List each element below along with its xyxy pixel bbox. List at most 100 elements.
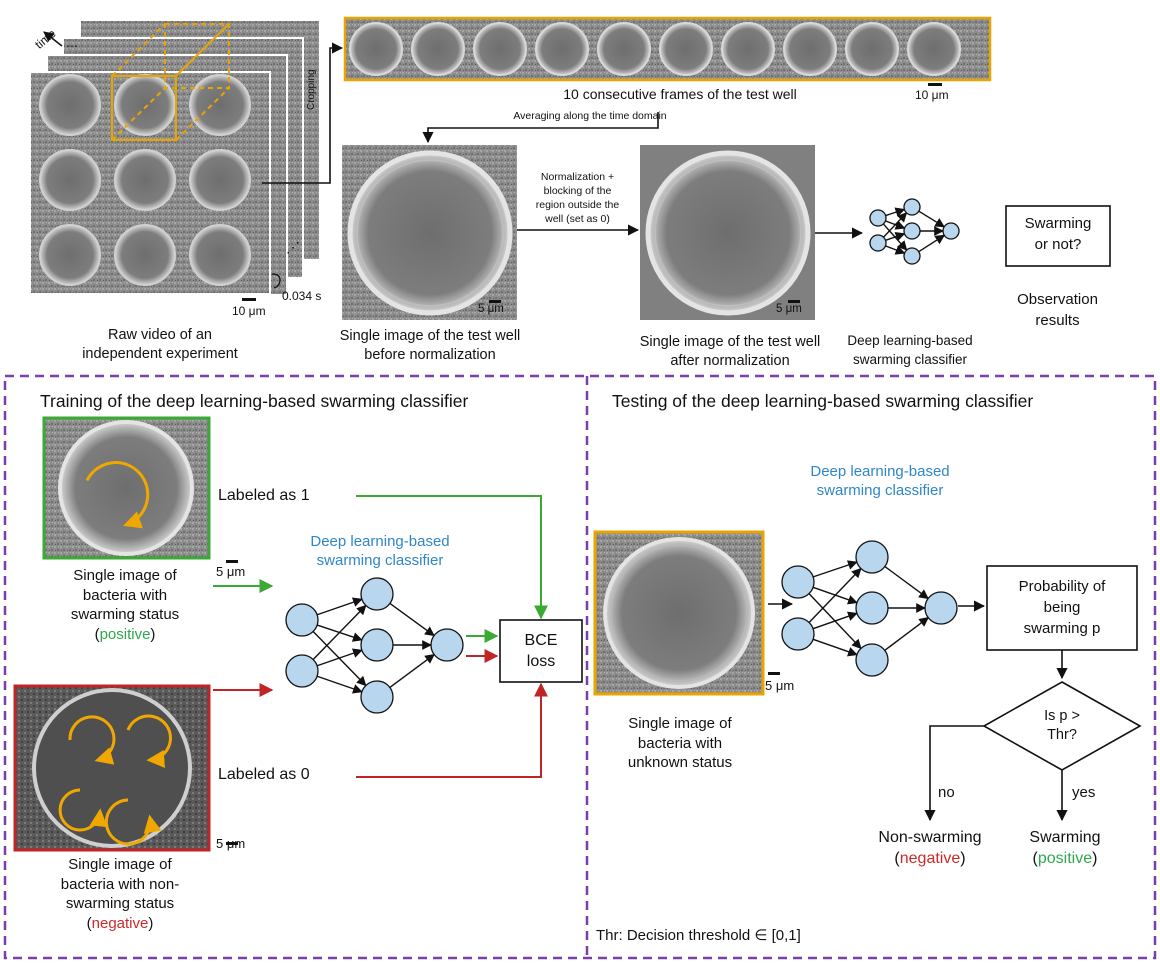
- network-edge: [884, 617, 930, 651]
- network-node: [924, 591, 958, 625]
- positive-result-word: positive: [1037, 850, 1093, 867]
- positive-caption-line-3: swarming status: [70, 606, 180, 623]
- network-node: [430, 628, 464, 662]
- observation-line-2: results: [1035, 312, 1080, 329]
- network-edge: [885, 231, 906, 242]
- unknown-sample-image: [593, 530, 780, 696]
- normalization-label: Normalization + blocking of the region o…: [520, 170, 635, 226]
- before-scale-label: 5 μm: [478, 303, 504, 315]
- training-classifier-line-1: Deep learning-based: [310, 533, 450, 550]
- strip-frame-well: [349, 22, 403, 76]
- network-edge: [812, 560, 858, 578]
- question-box: [1005, 205, 1111, 267]
- crop-cube: [111, 23, 230, 141]
- raw-caption-line-2: independent experiment: [82, 346, 238, 362]
- negative-result-word: negative: [899, 850, 961, 867]
- question-box-text: Swarming or not?: [1006, 213, 1110, 255]
- positive-caption-line-2: bacteria with: [82, 586, 168, 604]
- neg-scale-label: 5 μm: [216, 836, 246, 851]
- prob-line-1: Probability of: [1018, 578, 1106, 595]
- network-edge: [882, 212, 908, 238]
- observation-caption: Observation results: [995, 289, 1120, 331]
- swarming-result: Swarming (positive): [1010, 827, 1120, 869]
- decision-line-2: Thr?: [1047, 727, 1077, 743]
- raw-scale-label: 10 μm: [232, 304, 266, 318]
- network-edge: [389, 602, 435, 637]
- positive-caption: Single image of bacteria with swarming s…: [20, 566, 230, 644]
- threshold-note: Thr: Decision threshold ∈ [0,1]: [596, 927, 801, 944]
- raw-caption-line-1: Raw video of an: [108, 327, 212, 343]
- normalization-line-3: region outside the: [535, 199, 620, 211]
- positive-word: (positive): [94, 625, 156, 643]
- normalization-line-4: well (set as 0): [545, 213, 610, 225]
- after-caption-line-2: after normalization: [670, 353, 790, 369]
- after-caption: Single image of the test well after norm…: [615, 333, 845, 371]
- bce-loss-box: [499, 619, 583, 683]
- non-swarming-negative: (negative): [894, 850, 966, 867]
- unknown-caption-line-1: Single image of: [628, 715, 732, 732]
- network-edge: [312, 604, 367, 661]
- before-caption-line-2: before normalization: [364, 347, 496, 363]
- network-node: [285, 603, 319, 637]
- network-edge: [812, 638, 858, 657]
- negative-word-text: negative: [91, 914, 149, 932]
- training-title: Training of the deep learning-based swar…: [40, 391, 469, 411]
- network-node: [903, 198, 921, 216]
- strip-frame-well: [845, 22, 899, 76]
- after-scale-label: 5 μm: [776, 303, 802, 315]
- raw-caption: Raw video of an independent experiment: [50, 326, 270, 364]
- training-classifier-line-2: swarming classifier: [316, 552, 444, 569]
- strip-frame-well: [597, 22, 651, 76]
- averaging-arrow: [422, 112, 659, 144]
- strip-frame-well: [659, 22, 713, 76]
- swarming-positive: (positive): [1032, 850, 1098, 867]
- network-node: [360, 577, 394, 611]
- network-node: [855, 643, 889, 677]
- strip-frame-well: [473, 22, 527, 76]
- interval-bracket: [271, 273, 281, 289]
- testing-classifier-line-1: Deep learning-based: [810, 463, 950, 480]
- time-arrow: [43, 31, 63, 47]
- network-node: [781, 565, 815, 599]
- positive-word-text: positive: [99, 625, 151, 643]
- positive-caption-line-1: Single image of: [73, 567, 177, 584]
- network-edge: [918, 234, 946, 253]
- labeled-0: Labeled as 0: [218, 766, 310, 783]
- network-node: [903, 222, 921, 240]
- cropping-label: Cropping: [306, 69, 317, 110]
- negative-sample-image: [13, 684, 238, 852]
- labeled-1: Labeled as 1: [218, 487, 310, 504]
- normalization-line-2: blocking of the: [543, 185, 612, 197]
- before-caption: Single image of the test well before nor…: [315, 327, 545, 365]
- testing-scale-label: 5 μm: [765, 678, 795, 693]
- network-edge: [316, 597, 363, 616]
- testing-classifier-label: Deep learning-based swarming classifier: [770, 462, 990, 500]
- network-node: [781, 617, 815, 651]
- frame-interval-label: 0.034 s: [282, 289, 322, 303]
- averaging-label: Averaging along the time domain: [513, 110, 667, 122]
- negative-word: (negative): [86, 914, 154, 932]
- frames-caption: 10 consecutive frames of the test well: [563, 86, 797, 102]
- network-edge: [316, 675, 363, 694]
- training-network: [285, 577, 464, 714]
- cropping-arrow: [262, 42, 344, 184]
- network-node: [285, 654, 319, 688]
- training-classifier-label: Deep learning-based swarming classifier: [280, 532, 480, 570]
- network-edge: [316, 648, 363, 667]
- decision-text: Is p > Thr?: [1012, 707, 1112, 745]
- positive-sample-image: [42, 416, 238, 563]
- swarming-text: Swarming: [1029, 829, 1101, 846]
- unknown-caption-line-3: unknown status: [627, 754, 733, 771]
- network-node: [360, 680, 394, 714]
- network-edge: [885, 245, 906, 255]
- prob-line-3: swarming p: [1023, 620, 1101, 637]
- after-normalization-image: [640, 145, 815, 320]
- bce-loss-text: BCE loss: [500, 630, 582, 672]
- negative-caption-line-1: Single image of: [68, 856, 172, 873]
- strip-frame-well: [721, 22, 775, 76]
- after-caption-line-1: Single image of the test well: [639, 334, 821, 350]
- question-line-1: Swarming: [1024, 215, 1092, 232]
- strip-frame-well: [411, 22, 465, 76]
- negative-caption: Single image of bacteria with non- swarm…: [10, 855, 230, 933]
